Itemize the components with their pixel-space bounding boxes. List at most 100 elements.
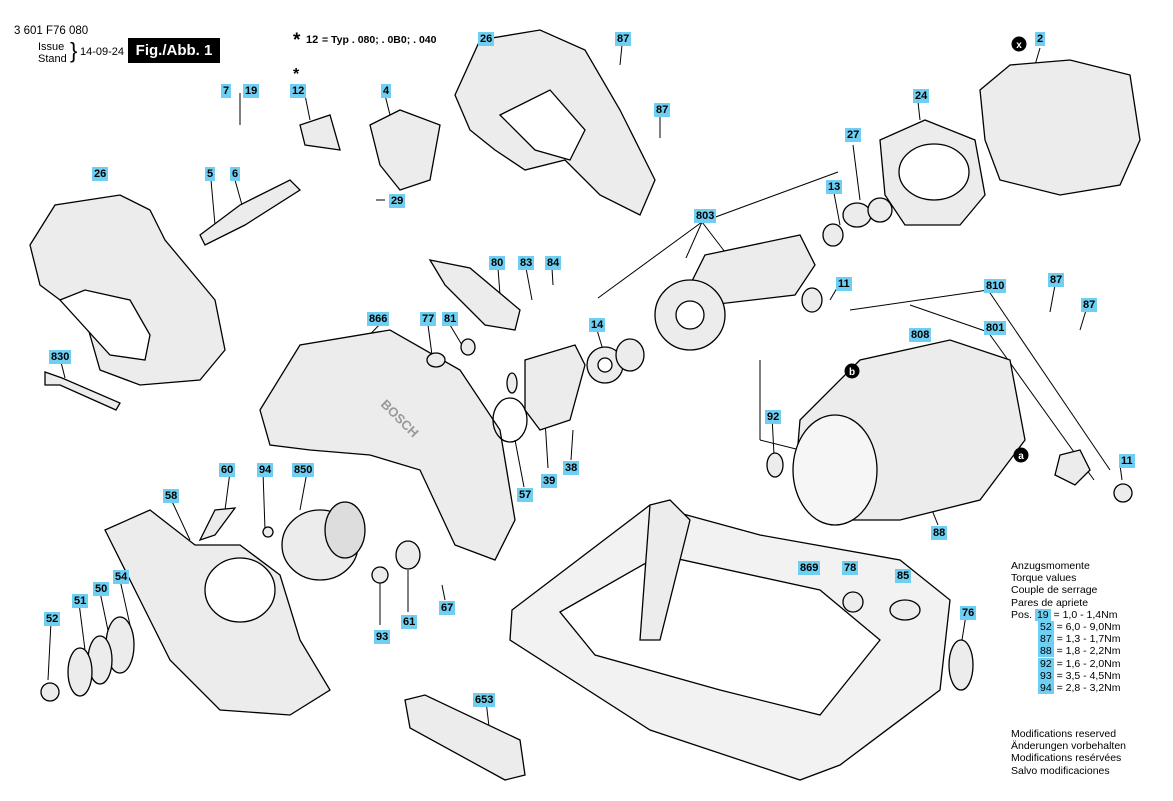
torque-pos: 88: [1038, 645, 1054, 658]
modifications-line: Modifications resérvées: [1011, 752, 1122, 765]
torque-table: Anzugsmomente Torque values Couple de se…: [1011, 560, 1121, 695]
part-label: 87: [1048, 273, 1065, 287]
part-label: 11: [1119, 454, 1135, 468]
part-label: 13: [826, 180, 843, 194]
torque-title-en: Torque values: [1011, 572, 1077, 585]
part-label: 87: [1081, 298, 1098, 312]
part-label: 85: [895, 569, 912, 583]
callout-a: a: [1018, 451, 1024, 462]
part-label: 52: [44, 612, 61, 626]
stand-label: Stand: [38, 53, 67, 65]
part-label: 26: [478, 32, 495, 46]
document-number: 3 601 F76 080: [14, 25, 89, 37]
torque-value: = 1,3 - 1,7Nm: [1056, 633, 1121, 646]
part-label: 88: [931, 526, 948, 540]
part-label: 803: [694, 209, 717, 223]
part-label: 810: [984, 279, 1007, 293]
part-label: 830: [49, 350, 72, 364]
part-label: 808: [909, 328, 932, 342]
part-label: 5: [205, 167, 216, 181]
torque-value: = 1,0 - 1,4Nm: [1053, 608, 1118, 621]
torque-pos-label: Pos.: [1011, 608, 1033, 621]
torque-title-fr: Couple de serrage: [1011, 584, 1098, 597]
torque-row: 94 = 2,8 - 3,2Nm: [1011, 682, 1121, 695]
part-label: 60: [219, 463, 236, 477]
part-label: 93: [374, 630, 391, 644]
part-label: 58: [163, 489, 180, 503]
part-label: 2: [1035, 32, 1046, 46]
torque-title-es: Pares de apriete: [1011, 596, 1089, 609]
part-label: 866: [367, 312, 390, 326]
torque-value: = 1,8 - 2,2Nm: [1056, 645, 1121, 658]
type-note: = Typ . 080; . 0B0; . 040: [322, 34, 437, 46]
part-label: 12: [290, 84, 307, 98]
part-label: 29: [389, 194, 406, 208]
torque-row: 87 = 1,3 - 1,7Nm: [1011, 633, 1121, 646]
torque-row: Pos. 19 = 1,0 - 1,4Nm: [1011, 608, 1121, 621]
type-note-star: *: [293, 30, 301, 51]
part-label: 84: [545, 256, 562, 270]
torque-pos: 87: [1038, 633, 1054, 646]
part-silhouettes: BOSCH: [29, 29, 1141, 781]
torque-pos: 92: [1038, 657, 1054, 670]
torque-value: = 3,5 - 4,5Nm: [1056, 669, 1121, 682]
part-label: 14: [589, 318, 606, 332]
torque-row: 52 = 6,0 - 9,0Nm: [1011, 621, 1121, 634]
modifications-line: Salvo modificaciones: [1011, 764, 1110, 777]
modifications-line: Änderungen vorbehalten: [1011, 740, 1127, 753]
part-label: 94: [257, 463, 274, 477]
modifications-line: Modifications reserved: [1011, 728, 1117, 740]
torque-row: 88 = 1,8 - 2,2Nm: [1011, 645, 1121, 658]
torque-value: = 6,0 - 9,0Nm: [1056, 621, 1121, 634]
part-label: 801: [984, 321, 1007, 335]
part-label: 61: [401, 615, 418, 629]
torque-value: = 2,8 - 3,2Nm: [1056, 682, 1121, 695]
part-label: 19: [243, 84, 260, 98]
brace-symbol: }: [70, 38, 78, 63]
part-label: 24: [913, 89, 930, 103]
part-label: 76: [960, 606, 977, 620]
torque-value: = 1,6 - 2,0Nm: [1056, 657, 1121, 670]
part-label: 26: [92, 167, 109, 181]
part-label: 92: [765, 410, 782, 424]
part-label: 6: [230, 167, 241, 181]
part-label: 77: [420, 312, 437, 326]
torque-row: 92 = 1,6 - 2,0Nm: [1011, 657, 1121, 670]
type-note-position: 12: [306, 34, 319, 46]
part-label: 87: [654, 103, 671, 117]
part-label: 869: [798, 561, 821, 575]
part-label: 39: [541, 474, 558, 488]
torque-pos: 93: [1038, 669, 1054, 682]
part-label: 80: [489, 256, 506, 270]
figure-label: Fig./Abb. 1: [128, 38, 220, 63]
modifications-note: Modifications reserved Änderungen vorbeh…: [1011, 728, 1126, 777]
part-12-star: *: [293, 66, 300, 83]
callout-b: b: [849, 367, 855, 378]
torque-pos: 19: [1034, 608, 1051, 621]
part-label: 78: [842, 561, 859, 575]
part-label: 653: [473, 693, 496, 707]
callout-x: x: [1016, 40, 1022, 51]
torque-pos: 94: [1038, 682, 1054, 695]
part-label: 51: [72, 594, 89, 608]
part-label: 850: [292, 463, 315, 477]
torque-title-de: Anzugsmomente: [1011, 560, 1090, 572]
part-label: 4: [381, 84, 392, 98]
part-label: 7: [221, 84, 232, 98]
part-label: 83: [518, 256, 535, 270]
torque-pos: 52: [1038, 621, 1054, 634]
part-label: 50: [93, 582, 110, 596]
part-label: 81: [442, 312, 459, 326]
part-label: 54: [113, 570, 130, 584]
part-label: 57: [517, 488, 534, 502]
part-label: 11: [836, 277, 852, 291]
issue-label: Issue: [38, 41, 65, 53]
part-label: 27: [845, 128, 862, 142]
torque-row: 93 = 3,5 - 4,5Nm: [1011, 669, 1121, 682]
part-label: 38: [563, 461, 580, 475]
part-label: 87: [615, 32, 632, 46]
part-label: 67: [439, 601, 456, 615]
issue-date: 14-09-24: [80, 46, 125, 58]
